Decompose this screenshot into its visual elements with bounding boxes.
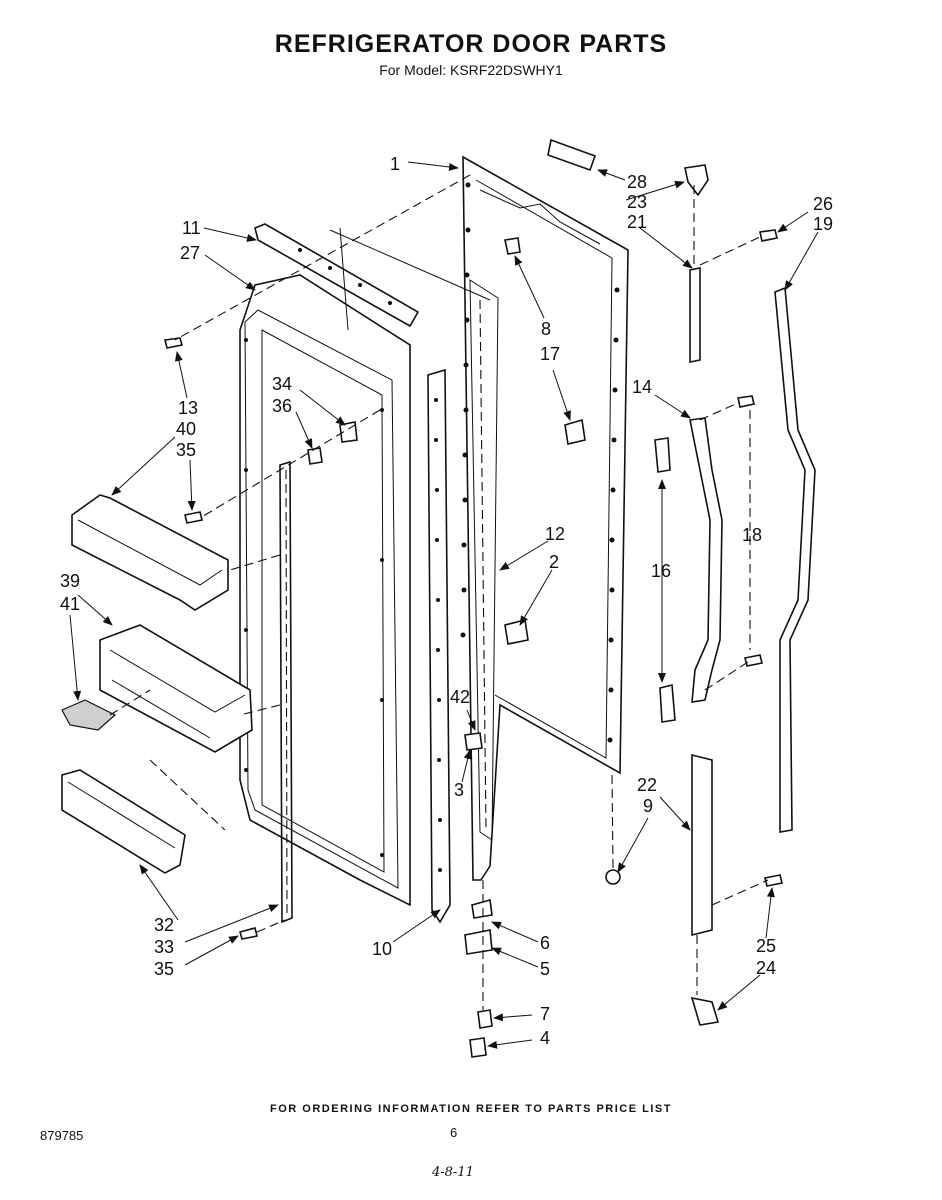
- callout-17: 17: [540, 344, 560, 364]
- callout-labels: 1 28 23 21 26 19 11 27 8 17 34 36 13 40 …: [60, 154, 833, 1048]
- ordering-info-note: FOR ORDERING INFORMATION REFER TO PARTS …: [270, 1103, 672, 1115]
- callout-8: 8: [541, 319, 551, 339]
- page-number: 6: [450, 1125, 458, 1140]
- callout-5: 5: [540, 959, 550, 979]
- shelf-rail: [279, 460, 293, 924]
- callout-1: 1: [390, 154, 400, 174]
- breaker-strip: [427, 368, 451, 924]
- handwritten-date: 4-8-11: [432, 1165, 474, 1180]
- callout-32: 32: [154, 915, 174, 935]
- callout-35-upper: 35: [176, 440, 196, 460]
- callout-42: 42: [450, 687, 470, 707]
- handle-trim-strip: [774, 286, 816, 833]
- leader-arrows: [69, 161, 819, 1049]
- outer-door-panel: [460, 155, 629, 881]
- callout-21: 21: [627, 212, 647, 232]
- callout-11: 11: [182, 218, 201, 238]
- callout-3: 3: [454, 780, 464, 800]
- dairy-door: [61, 699, 117, 731]
- door-bin-bottom: [61, 769, 186, 874]
- callout-9: 9: [643, 796, 653, 816]
- callout-35-lower: 35: [154, 959, 174, 979]
- callout-25: 25: [756, 936, 776, 956]
- callout-24: 24: [756, 958, 776, 978]
- callout-22: 22: [637, 775, 657, 795]
- callout-33: 33: [154, 937, 174, 957]
- assembly-lines: [109, 174, 769, 1010]
- callout-40: 40: [176, 419, 196, 439]
- callout-28: 28: [627, 172, 647, 192]
- screws-and-clips: [164, 229, 783, 1058]
- handle-assembly: [547, 138, 723, 1026]
- inner-door-liner: [239, 227, 491, 907]
- document-number: 879785: [40, 1128, 84, 1143]
- top-trim-bar: [254, 223, 420, 328]
- callout-16: 16: [651, 561, 671, 581]
- callout-27: 27: [180, 243, 200, 263]
- callout-34: 34: [272, 374, 292, 394]
- callout-10: 10: [372, 939, 392, 959]
- door-gasket: [469, 279, 499, 841]
- callout-18: 18: [742, 525, 762, 545]
- callout-14: 14: [632, 377, 652, 397]
- callout-26: 26: [813, 194, 833, 214]
- door-bin-middle: [99, 624, 253, 753]
- callout-12: 12: [545, 524, 565, 544]
- callout-13: 13: [178, 398, 198, 418]
- door-bin-top: [71, 494, 229, 611]
- page-title: REFRIGERATOR DOOR PARTS: [274, 30, 668, 58]
- callout-19: 19: [813, 214, 833, 234]
- callout-36: 36: [272, 396, 292, 416]
- callout-39: 39: [60, 571, 80, 591]
- callout-4: 4: [540, 1028, 550, 1048]
- callout-23: 23: [627, 192, 647, 212]
- callout-41: 41: [60, 594, 80, 614]
- callout-6: 6: [540, 933, 550, 953]
- callout-7: 7: [540, 1004, 550, 1024]
- callout-2: 2: [549, 552, 559, 572]
- model-subtitle: For Model: KSRF22DSWHY1: [379, 62, 563, 78]
